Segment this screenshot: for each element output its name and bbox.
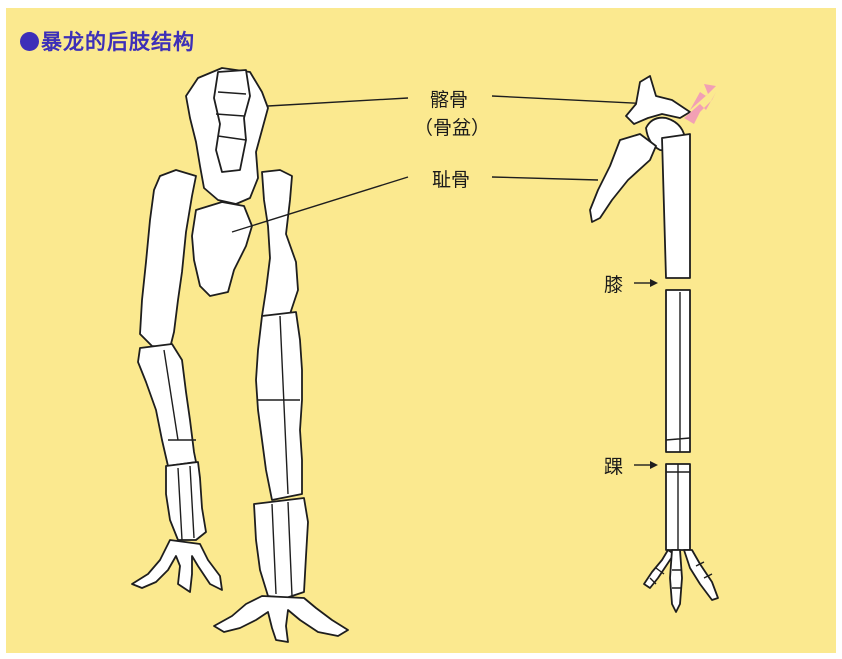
- label-knee: 膝: [604, 270, 623, 297]
- label-ankle: 踝: [604, 452, 623, 479]
- left-skeleton: [132, 68, 348, 642]
- left-tibia-a: [138, 344, 196, 466]
- right-skeleton: [590, 76, 718, 612]
- pink-arrow-icon: [690, 84, 716, 110]
- right-ilium: [626, 76, 690, 124]
- right-toe-middle: [670, 550, 682, 612]
- right-arrow-icon: [634, 279, 658, 287]
- left-femur-b: [262, 170, 298, 316]
- pubis-leader-right: [492, 177, 598, 180]
- left-metatarsals-a: [166, 462, 206, 540]
- right-toe-right: [684, 550, 718, 600]
- right-arrow-icon: [634, 461, 658, 469]
- label-pelvis: （骨盆）: [414, 113, 490, 140]
- left-metatarsals-b: [254, 498, 308, 598]
- ilium-leader-right: [492, 96, 652, 104]
- left-femur-a: [140, 170, 196, 348]
- ilium-leader-left: [268, 98, 408, 106]
- label-pubis: 耻骨: [432, 165, 470, 192]
- right-femur: [662, 134, 690, 278]
- left-tibia-b: [256, 312, 302, 500]
- right-tibia: [666, 290, 690, 452]
- left-toes-b: [214, 596, 348, 642]
- left-pubis: [192, 202, 252, 296]
- label-ilium: 髂骨: [430, 85, 468, 112]
- left-toes-a: [132, 540, 222, 592]
- right-pubis: [590, 134, 656, 222]
- pubis-leader-left: [232, 177, 408, 232]
